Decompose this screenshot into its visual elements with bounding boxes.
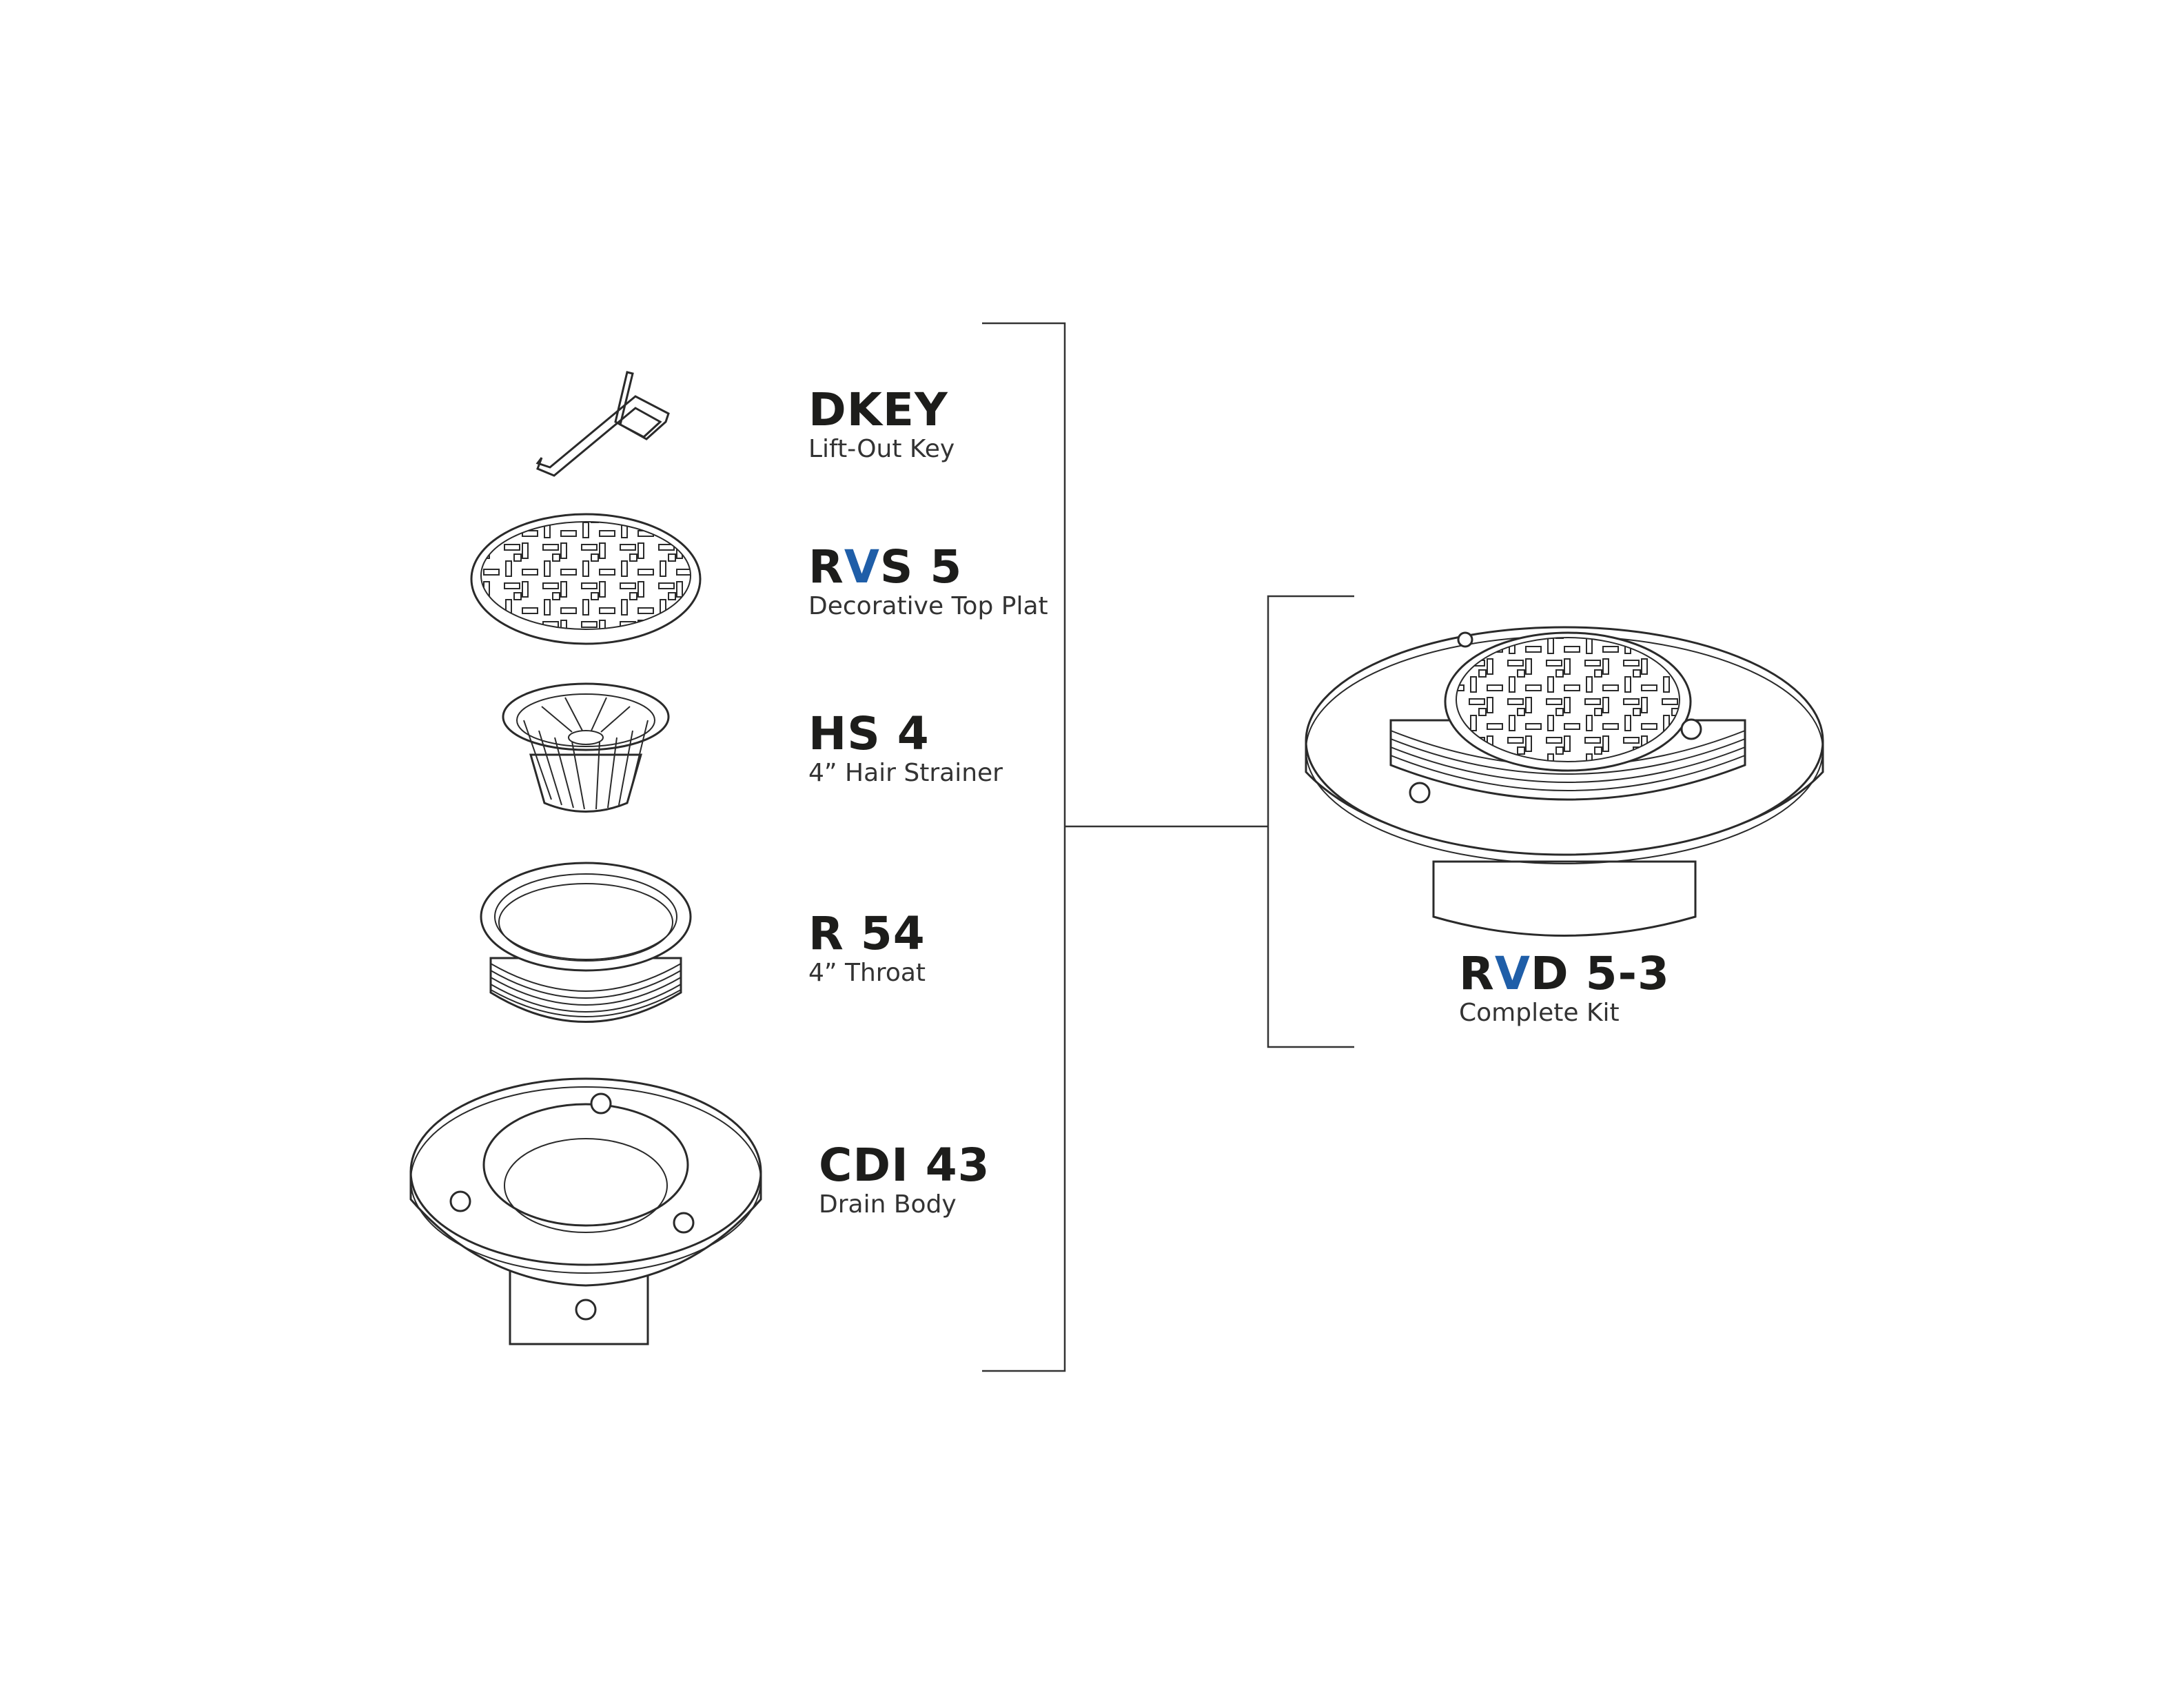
decorative-top-plate-illustration: [470, 513, 702, 645]
kit-label: RVD 5-3 Complete Kit: [1459, 951, 1670, 1026]
part-code: CDI 43: [819, 1139, 990, 1192]
kit-bracket: [1267, 595, 1354, 1048]
lift-out-key-illustration: [535, 371, 670, 477]
part-description: Drain Body: [819, 1190, 957, 1219]
part-description: 4” Throat: [808, 959, 926, 987]
part-code: DKEY: [808, 383, 948, 436]
part-description: Decorative Top Plat: [808, 592, 1048, 620]
part-code: HS 4: [808, 707, 930, 760]
hair-strainer-illustration: [502, 682, 670, 813]
complete-kit-illustration: [1305, 626, 1824, 937]
part-code: R 54: [808, 907, 926, 960]
part-code: RVS 5: [808, 540, 963, 593]
part-label-hs4: HS 4 4” Hair Strainer: [808, 711, 1003, 786]
part-label-cdi43: CDI 43 Drain Body: [819, 1143, 990, 1217]
part-label-dkey: DKEY Lift-Out Key: [808, 387, 955, 462]
part-label-r54: R 54 4” Throat: [808, 911, 926, 986]
kit-code: RVD 5-3: [1459, 947, 1670, 1000]
parts-bracket: [982, 322, 1268, 1372]
part-description: Lift-Out Key: [808, 435, 955, 463]
kit-description: Complete Kit: [1459, 999, 1620, 1027]
part-description: 4” Hair Strainer: [808, 759, 1003, 787]
part-label-rvs5: RVS 5 Decorative Top Plat: [808, 545, 1048, 619]
drain-body-illustration: [409, 1077, 762, 1345]
throat-illustration: [480, 862, 692, 1023]
